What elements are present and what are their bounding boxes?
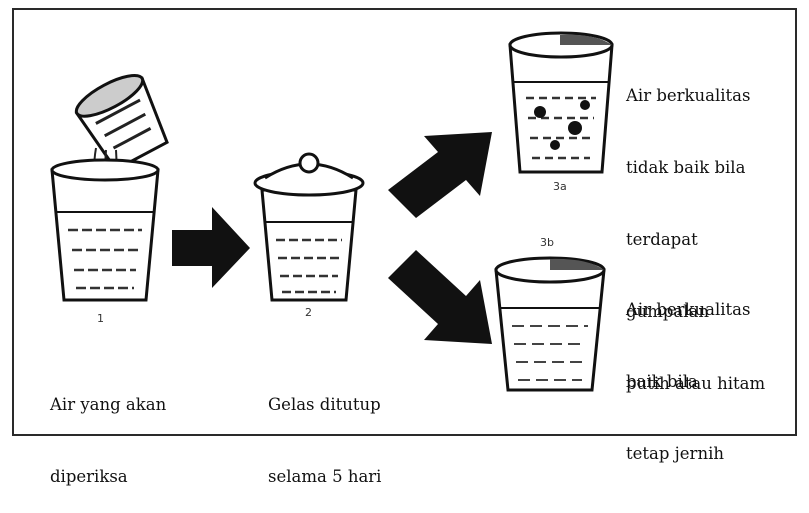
caption-good-quality: Air berkualitas baik bila tetap jernih [626,250,751,490]
caption-line: selama 5 hari [268,467,382,486]
caption-line: terdapat [626,230,698,249]
up-right-arrow-icon [388,132,492,218]
glass-icon [50,158,160,302]
caption-line: tidak baik bila [626,158,746,177]
step-number-2: 2 [305,306,312,319]
glass-icon [508,31,614,174]
caption-line: Gelas ditutup [268,395,381,414]
caption-line: putih atau hitam [626,374,766,393]
caption-glass-covered: Gelas ditutup selama 5 hari [268,345,381,513]
right-arrow-icon [172,207,250,288]
caption-line: Air berkualitas [626,86,751,105]
step-number-1: 1 [97,312,104,325]
caption-line: baik bila [626,372,698,391]
caption-line: diperiksa [50,467,128,486]
caption-water-to-check: Air yang akan diperiksa [50,345,166,513]
caption-line: gumpalan [626,302,709,321]
caption-line: tetap jernih [626,444,724,463]
caption-bad-quality: Air berkualitas tidak baik bila terdapat… [626,36,765,420]
caption-line: Air yang akan [50,395,167,414]
down-right-arrow-icon [388,250,492,344]
lidded-glass-icon [253,152,365,302]
step-number-3b: 3b [540,236,554,249]
glass-icon [494,256,606,392]
caption-line: Air berkualitas [626,300,751,319]
step-number-3a: 3a [553,180,567,193]
diagram-illustration [50,31,614,392]
